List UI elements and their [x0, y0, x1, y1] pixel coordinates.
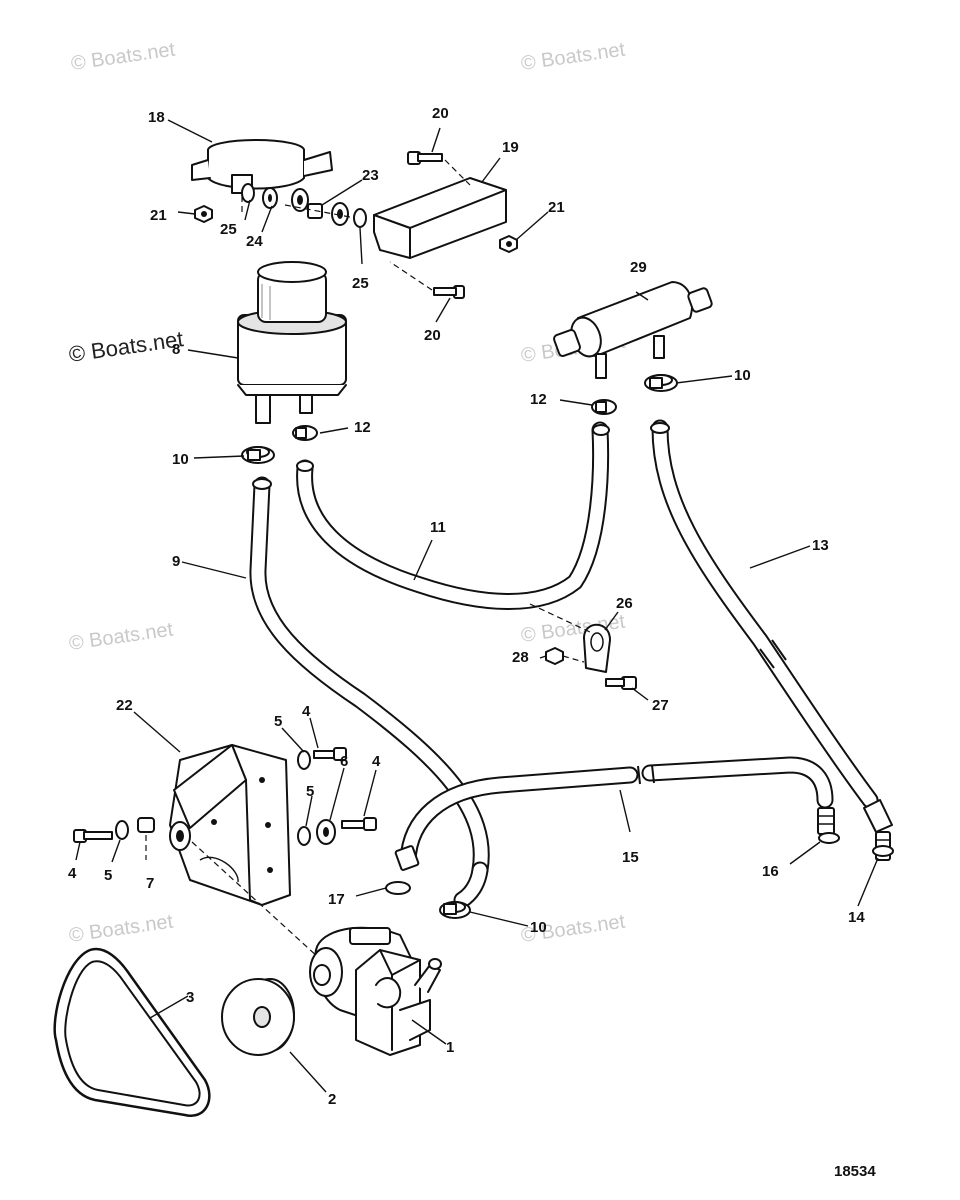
- watermark: © Boats.net: [520, 39, 627, 75]
- callout-5: 5: [306, 783, 314, 800]
- callout-9: 9: [172, 553, 180, 570]
- callout-20: 20: [424, 327, 441, 344]
- callout-2: 2: [328, 1091, 336, 1108]
- callout-22: 22: [116, 697, 133, 714]
- hose-11: [296, 421, 610, 610]
- callout-7: 7: [146, 875, 154, 892]
- nut-21-left: [194, 205, 213, 223]
- callout-26: 26: [616, 595, 633, 612]
- drive-belt: [53, 947, 211, 1118]
- washer-6: [316, 819, 336, 845]
- leader-lines: [75, 119, 879, 1093]
- callout-21: 21: [150, 207, 167, 224]
- callout-5: 5: [104, 867, 112, 884]
- pump-bracket: [169, 744, 331, 969]
- callout-29: 29: [630, 259, 647, 276]
- callout-4: 4: [68, 865, 77, 882]
- callout-4: 4: [302, 703, 311, 720]
- callout-24: 24: [246, 233, 263, 250]
- callout-25: 25: [220, 221, 237, 238]
- callout-3: 3: [186, 989, 194, 1006]
- callout-14: 14: [848, 909, 865, 926]
- hose-9: [249, 476, 490, 909]
- hose-clamp-10-pump: [439, 901, 471, 919]
- callout-28: 28: [512, 649, 529, 666]
- callout-17: 17: [328, 891, 345, 908]
- callout-15: 15: [622, 849, 639, 866]
- bolt-20-bottom: [389, 261, 465, 299]
- hose-clamp-10-cooler: [644, 374, 678, 392]
- screw-27: [605, 676, 637, 690]
- callout-6: 6: [340, 753, 348, 770]
- callout-23: 23: [362, 167, 379, 184]
- bolt-20-top: [407, 151, 471, 186]
- o-ring-14: [872, 845, 894, 857]
- bolt-4-top: [313, 747, 347, 761]
- oil-cooler: [553, 281, 713, 379]
- nut-21-right: [499, 235, 518, 253]
- hose-13: [650, 419, 893, 861]
- hose-clamp-12-cooler: [591, 399, 617, 415]
- power-steering-pump: [309, 926, 442, 1056]
- callout-27: 27: [652, 697, 669, 714]
- hose-clamp-10-reservoir: [241, 446, 275, 464]
- callout-12: 12: [530, 391, 547, 408]
- o-ring-16: [818, 832, 840, 844]
- reservoir: [237, 261, 347, 424]
- watermark: © Boats.net: [68, 619, 175, 655]
- bolt-4-middle: [341, 817, 377, 831]
- mounting-clamp: [191, 139, 333, 215]
- callout-8: 8: [172, 341, 180, 358]
- nut-28: [545, 647, 585, 665]
- spacer-7: [137, 817, 155, 860]
- callout-18: 18: [148, 109, 165, 126]
- callout-10: 10: [530, 919, 547, 936]
- callout-12: 12: [354, 419, 371, 436]
- watermark: © Boats.net: [67, 326, 185, 367]
- callout-10: 10: [172, 451, 189, 468]
- callout-21: 21: [548, 199, 565, 216]
- washer-5-top: [297, 750, 311, 770]
- watermarks: © Boats.net © Boats.net © Boats.net © Bo…: [67, 39, 627, 947]
- mounting-bracket-19: [373, 177, 507, 259]
- p-clamp: [529, 603, 611, 673]
- callout-11: 11: [430, 519, 446, 536]
- callout-20: 20: [432, 105, 449, 122]
- callout-5: 5: [274, 713, 282, 730]
- callout-25: 25: [352, 275, 369, 292]
- washer-5-middle: [297, 826, 311, 846]
- callout-16: 16: [762, 863, 779, 880]
- callout-1: 1: [446, 1039, 454, 1056]
- hose-15: [394, 756, 835, 871]
- callout-10: 10: [734, 367, 751, 384]
- diagram-number: 18534: [834, 1163, 876, 1180]
- hose-clamp-12-reservoir: [292, 425, 318, 441]
- watermark: © Boats.net: [68, 911, 175, 947]
- washers-spacers: [241, 183, 367, 228]
- callout-labels: 18 20 19 23 21 21 25 24 25 20 29 8 10 12…: [68, 105, 865, 1108]
- watermark: © Boats.net: [70, 39, 177, 75]
- o-ring-17: [385, 881, 411, 895]
- callout-4: 4: [372, 753, 381, 770]
- callout-13: 13: [812, 537, 829, 554]
- washer-5-left: [115, 820, 129, 840]
- pulley: [221, 978, 295, 1056]
- bolt-4-left: [73, 829, 113, 843]
- callout-19: 19: [502, 139, 519, 156]
